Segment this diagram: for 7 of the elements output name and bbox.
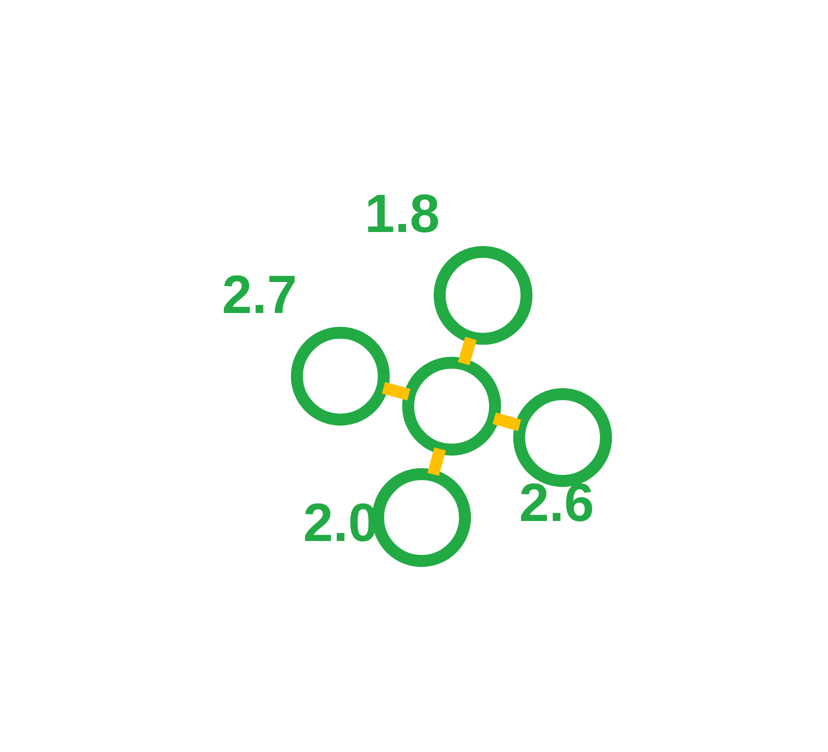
node-label: 2.6 xyxy=(519,472,594,533)
node-label: 1.8 xyxy=(364,184,440,244)
node-label: 2.0 xyxy=(303,492,378,553)
node-circle xyxy=(434,245,533,344)
node-label: 2.7 xyxy=(222,264,297,324)
node-circle xyxy=(402,356,502,456)
node-circle xyxy=(290,326,390,426)
